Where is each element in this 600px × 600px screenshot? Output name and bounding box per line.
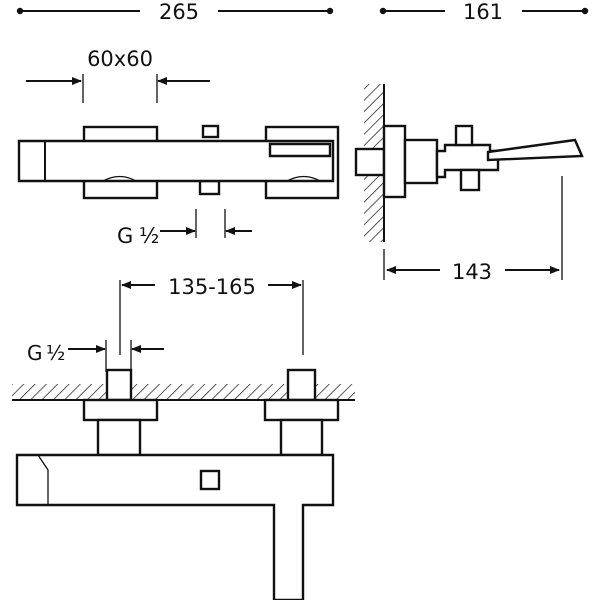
- front-view: [17, 124, 340, 200]
- dimension-161: 161: [379, 0, 589, 24]
- dimension-thread-bottom: G ½: [27, 340, 164, 372]
- top-view: [12, 368, 355, 600]
- dimension-60x60-label: 60x60: [87, 47, 153, 71]
- dimension-161-label: 161: [463, 0, 503, 24]
- dimension-143: 143: [386, 260, 560, 284]
- dimension-135-165: 135-165: [119, 275, 304, 355]
- dimension-60x60: 60x60: [26, 47, 210, 103]
- dimension-135-165-label: 135-165: [168, 275, 256, 299]
- side-view: [354, 84, 584, 280]
- thread-top-g: G: [117, 224, 133, 248]
- dimension-265-label: 265: [159, 0, 199, 24]
- thread-top-fraction: ½: [139, 224, 159, 248]
- dimension-143-label: 143: [452, 260, 492, 284]
- dimension-thread-top: G ½: [117, 209, 252, 248]
- thread-bottom-g: G: [27, 341, 43, 365]
- thread-bottom-fraction: ½: [46, 341, 65, 365]
- dimension-265: 265: [16, 0, 334, 24]
